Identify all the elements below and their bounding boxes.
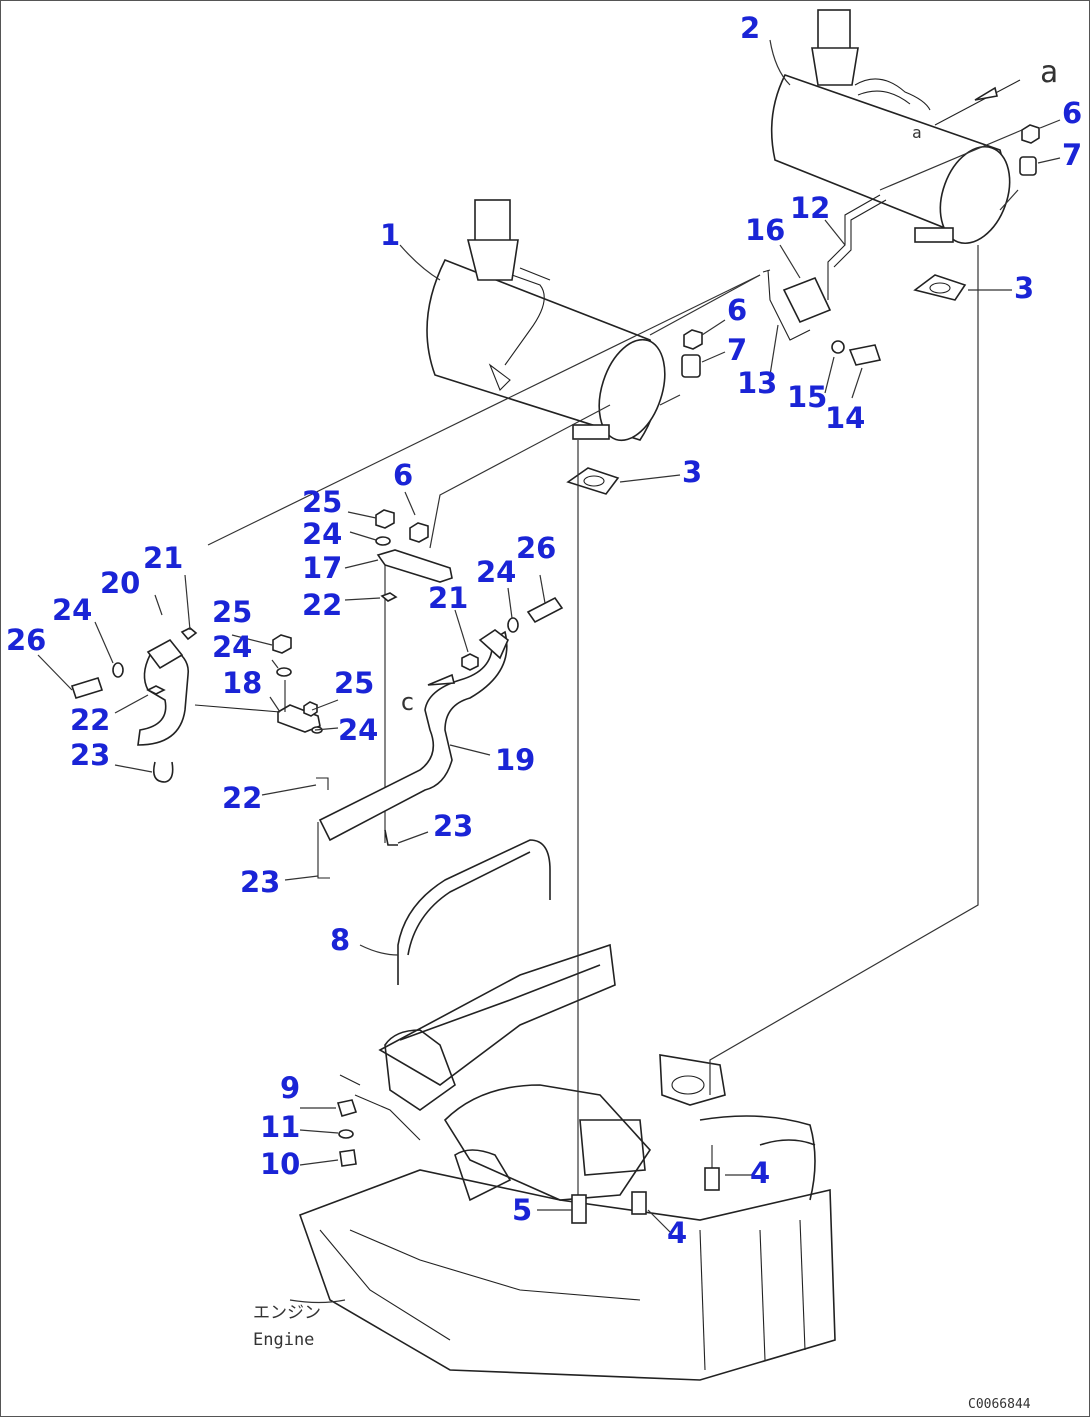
ref-a-small: a: [912, 123, 922, 142]
label-26-right: 26: [516, 531, 556, 565]
bolt-26-left: [70, 677, 104, 699]
bracket-18: [194, 680, 321, 733]
washer-24-d: [112, 662, 124, 678]
label-18: 18: [222, 666, 262, 700]
label-22-b: 22: [70, 703, 110, 737]
assembly-lines: [207, 129, 1023, 1140]
label-14: 14: [825, 401, 865, 435]
label-24-c: 24: [338, 713, 378, 747]
bolt-5: [571, 1140, 587, 1224]
clamp-23-b: [384, 829, 398, 846]
engine-label-en: Engine: [253, 1330, 314, 1350]
label-10: 10: [260, 1147, 300, 1181]
label-20: 20: [100, 566, 140, 600]
nut-25-c: [303, 701, 318, 717]
clip-22-a: [380, 592, 398, 602]
label-12: 12: [790, 191, 830, 225]
label-21-left: 21: [143, 541, 183, 575]
label-1: 1: [380, 218, 400, 252]
engine-block: [298, 943, 836, 1381]
tailpipe-20: [137, 638, 190, 746]
clamp-23-a: [152, 761, 174, 783]
label-25-a: 25: [302, 485, 342, 519]
part-labels: 2 1 3 3 6 7 6 7 12 16 13 15 14 6 25 24 1…: [6, 11, 1082, 1250]
label-16: 16: [745, 213, 785, 247]
collar-7-right: [1019, 156, 1037, 176]
washer-24-b: [276, 667, 292, 677]
label-17: 17: [302, 551, 342, 585]
arrow-a: [934, 79, 1021, 126]
drawing-code: C0066844: [968, 1397, 1031, 1412]
bolt-26-right: [526, 596, 564, 624]
label-24-b: 24: [212, 630, 252, 664]
part-10: [339, 1149, 357, 1167]
label-6-left: 6: [393, 458, 413, 492]
nut-25-a: [375, 509, 395, 529]
label-9: 9: [280, 1071, 300, 1105]
nut-6-mid: [683, 329, 703, 350]
label-23-c: 23: [240, 865, 280, 899]
label-24-e: 24: [476, 555, 516, 589]
label-2: 2: [740, 11, 760, 45]
label-21-mid: 21: [428, 581, 468, 615]
part-9: [336, 1099, 358, 1117]
bolt-4-left: [631, 1191, 647, 1215]
label-11: 11: [260, 1110, 300, 1144]
engine-label-jp: エンジン: [253, 1303, 321, 1323]
label-5: 5: [512, 1193, 532, 1227]
label-15: 15: [787, 380, 827, 414]
bolt-4-right: [704, 1145, 720, 1191]
label-24-a: 24: [302, 517, 342, 551]
clip-21-left: [180, 627, 198, 641]
ref-a: a: [1040, 55, 1058, 90]
part-11: [338, 1129, 354, 1139]
label-24-d: 24: [52, 593, 92, 627]
label-4-left: 4: [667, 1216, 687, 1250]
label-3-lower: 3: [682, 455, 702, 489]
washer-24-e: [507, 617, 519, 633]
label-26-left: 26: [6, 623, 46, 657]
label-4-right: 4: [750, 1156, 770, 1190]
gasket-3-lower: [566, 467, 620, 495]
pipe-19: [317, 629, 509, 879]
nut-6-right: [1021, 124, 1040, 144]
clip-21-mid: [461, 653, 479, 671]
label-22-a: 22: [302, 588, 342, 622]
clip-22-c: [316, 777, 329, 790]
leader-lines: [37, 39, 1061, 1304]
label-3-upper: 3: [1014, 271, 1034, 305]
muffler-1: [426, 199, 666, 442]
label-19: 19: [495, 743, 535, 777]
label-25-b: 25: [212, 595, 252, 629]
label-7-mid: 7: [727, 333, 747, 367]
nut-25-b: [272, 634, 292, 654]
nut-6-left: [409, 522, 429, 543]
washer-24-a: [375, 536, 391, 546]
label-25-c: 25: [334, 666, 374, 700]
ref-c: c: [400, 688, 414, 716]
label-6-mid: 6: [727, 293, 747, 327]
label-6-right: 6: [1062, 96, 1082, 130]
label-23-b: 23: [433, 809, 473, 843]
label-23-a: 23: [70, 738, 110, 772]
gasket-3-upper: [913, 274, 967, 301]
clip-22-b: [146, 685, 166, 695]
collar-7-mid: [681, 354, 701, 378]
label-22-c: 22: [222, 781, 262, 815]
label-13: 13: [737, 366, 777, 400]
arrow-c: [427, 673, 456, 686]
label-8: 8: [330, 923, 350, 957]
muffler-2: [770, 9, 1011, 245]
label-7-right: 7: [1062, 138, 1082, 172]
cover-8: [397, 839, 551, 985]
